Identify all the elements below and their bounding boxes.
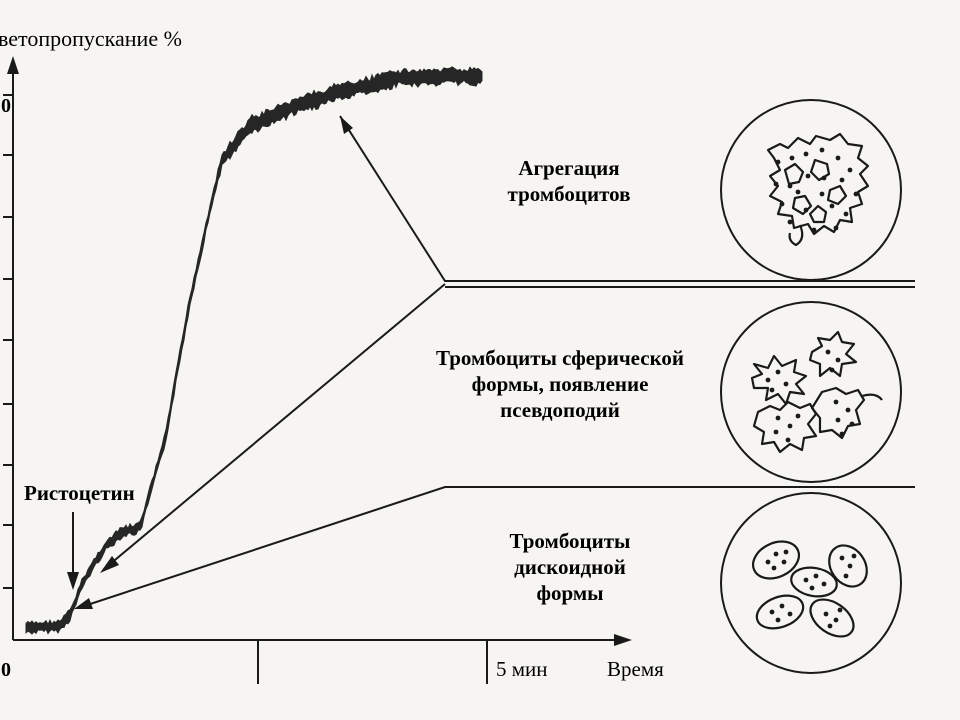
discoid-platelets (751, 540, 868, 638)
stage-text-line: формы, появление (472, 372, 649, 396)
x-axis (13, 634, 632, 684)
stage-text-line: Агрегация (518, 156, 619, 180)
circle-outline (720, 99, 902, 281)
y-axis-ticks (3, 94, 13, 589)
y-axis (7, 56, 19, 640)
pointer-aggregation (339, 115, 915, 282)
stage-text-line: формы (536, 581, 603, 605)
stage-text-line: псевдоподий (500, 398, 620, 422)
y-axis-arrow (7, 56, 19, 74)
stage-text-line: Тромбоциты сферической (436, 346, 684, 370)
stage-pointers (77, 115, 915, 609)
arrowhead (340, 116, 353, 134)
circle-outline (720, 301, 902, 483)
spherical-granules (765, 349, 855, 443)
x-axis-label: Время (607, 657, 664, 681)
ristocetin-arrow (67, 512, 79, 590)
aggregated-granules (773, 147, 859, 233)
circle-outline (720, 492, 902, 674)
stage-label-spherical: Тромбоциты сферической формы, появление … (436, 346, 684, 422)
stage-text-line: Тромбоциты (510, 529, 631, 553)
stage-label-aggregation: Агрегация тромбоцитов (508, 156, 631, 206)
pointer-discoid (77, 486, 915, 609)
x-tick-label: 5 мин (496, 657, 548, 681)
ristocetin-label: Ристоцетин (24, 481, 135, 505)
stage-text-line: тромбоцитов (508, 182, 631, 206)
y-top-tick-label: 0 (1, 95, 11, 117)
pointer-arrowheads (74, 116, 353, 609)
stage-text-line: дискоидной (514, 555, 626, 579)
x-axis-arrow (614, 634, 632, 646)
aggregation-curve (25, 66, 483, 635)
cell-circle-discoid (720, 492, 902, 674)
discoid-granules (765, 549, 857, 629)
origin-label: 0 (1, 659, 11, 681)
curve-trace (25, 66, 483, 635)
arrowhead (100, 556, 119, 573)
aggregated-platelets (766, 132, 870, 247)
spherical-platelets (750, 330, 883, 454)
stage-label-discoid: Тромбоциты дискоидной формы (510, 529, 631, 605)
y-axis-label: ветопропускание % (0, 26, 182, 51)
cell-circle-aggregated (720, 99, 902, 281)
pointer-spherical (102, 283, 446, 571)
arrowhead (74, 598, 93, 609)
cell-circle-spherical (720, 301, 902, 483)
